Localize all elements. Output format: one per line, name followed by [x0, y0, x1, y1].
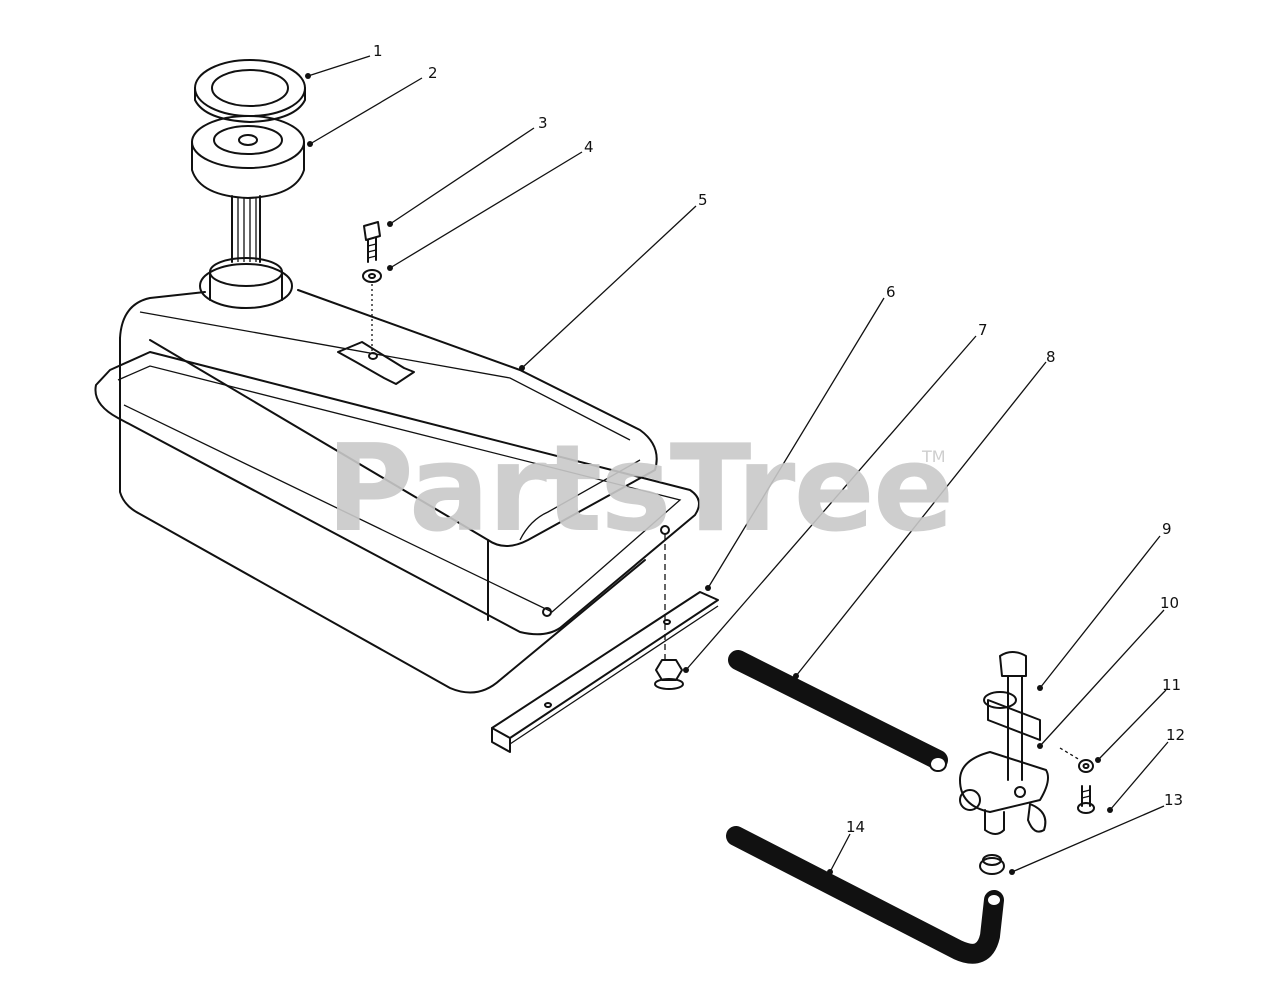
- flange-nut[interactable]: [654, 659, 684, 690]
- watermark: PartsTree TM: [326, 420, 954, 559]
- callout-10: 10: [1160, 594, 1179, 612]
- watermark-brand: PartsTree: [326, 420, 952, 559]
- hose-clamp[interactable]: [979, 854, 1005, 875]
- callout-2: 2: [428, 64, 438, 82]
- callout-9: 9: [1162, 520, 1172, 538]
- callout-1: 1: [373, 42, 383, 60]
- fuel-tank[interactable]: [94, 289, 700, 694]
- valve-clip-spring[interactable]: [983, 691, 1017, 709]
- callout-labels: 1 2 3 4 5 6 7 8 9 10 11 12 13 14: [373, 42, 1185, 836]
- fuel-line-hose[interactable]: [728, 650, 948, 772]
- callout-12: 12: [1166, 726, 1185, 744]
- watermark-trademark: TM: [921, 447, 946, 466]
- fuel-shutoff-valve[interactable]: [959, 651, 1049, 835]
- callout-6: 6: [886, 283, 896, 301]
- callout-3: 3: [538, 114, 548, 132]
- callout-5: 5: [698, 191, 708, 209]
- filler-neck: [199, 195, 293, 309]
- fuel-cap[interactable]: [191, 115, 305, 199]
- mounting-screw[interactable]: [1077, 785, 1095, 814]
- callout-4: 4: [584, 138, 594, 156]
- small-washer[interactable]: [1078, 759, 1094, 773]
- cap-gasket[interactable]: [194, 59, 306, 123]
- tank-strap[interactable]: [491, 591, 719, 753]
- callout-8: 8: [1046, 348, 1056, 366]
- callout-13: 13: [1164, 791, 1183, 809]
- callout-7: 7: [978, 321, 988, 339]
- washer-alignment-line: [1059, 747, 1081, 761]
- lock-washer[interactable]: [362, 269, 382, 283]
- leader-lines: [305, 55, 1169, 875]
- hex-bolt[interactable]: [363, 221, 381, 263]
- lower-fuel-hose[interactable]: [726, 826, 1004, 964]
- callout-14: 14: [846, 818, 865, 836]
- callout-11: 11: [1162, 676, 1181, 694]
